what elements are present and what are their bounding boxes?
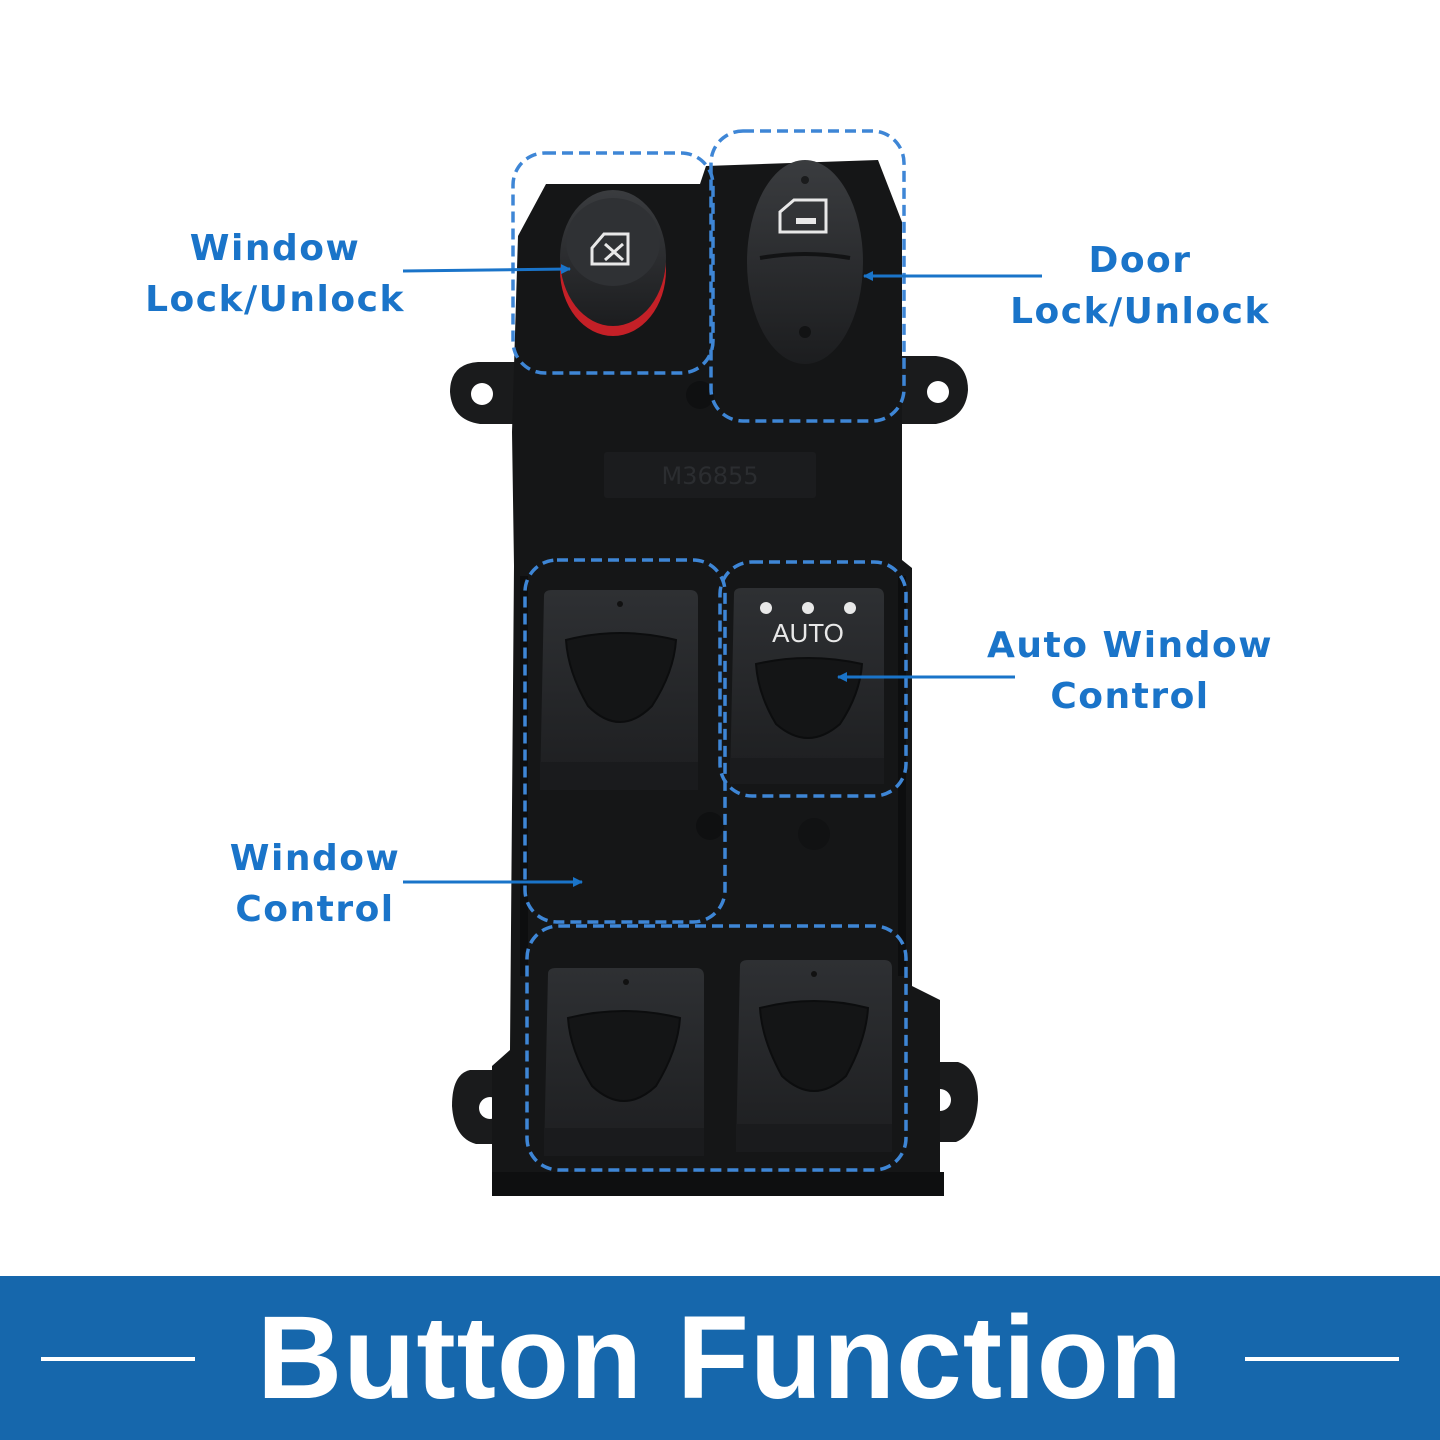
title-banner: Button Function xyxy=(0,1276,1440,1440)
window-lock-button[interactable] xyxy=(560,190,666,336)
window-switch-front-left[interactable] xyxy=(540,590,698,790)
door-lock-dot-bottom xyxy=(799,326,811,338)
screw-boss-1 xyxy=(686,381,714,409)
label-window-control: Window Control xyxy=(229,838,401,930)
part-number: M36855 xyxy=(661,462,758,490)
rocker-triangle-icon xyxy=(754,657,864,739)
auto-led-1 xyxy=(760,602,772,614)
screw-boss-3 xyxy=(798,818,830,850)
window-switch-rear-left[interactable] xyxy=(544,968,704,1156)
door-lock-cap xyxy=(747,160,863,364)
label-window-lock: Window Lock/Unlock xyxy=(145,228,405,320)
switch-diagram: M36855 xyxy=(402,129,1042,1196)
mount-hole-top-right xyxy=(927,381,949,403)
screw-boss-2 xyxy=(696,812,724,840)
banner-title: Button Function xyxy=(257,1292,1183,1424)
mount-hole-top-left xyxy=(471,383,493,405)
banner-rule-right xyxy=(1245,1357,1399,1361)
highlight-window-control-bottom xyxy=(525,924,908,1172)
auto-led-2 xyxy=(802,602,814,614)
window-switch-rear-right[interactable] xyxy=(736,960,892,1152)
door-lock-button[interactable] xyxy=(747,160,863,364)
rib-right xyxy=(898,576,906,976)
auto-led-3 xyxy=(844,602,856,614)
banner-rule-left xyxy=(41,1357,195,1361)
label-auto-window: Auto Window Control xyxy=(987,625,1273,717)
rocker-triangle-icon xyxy=(758,1000,870,1092)
door-lock-icon xyxy=(778,198,828,234)
mount-tab-bottom-right xyxy=(930,1062,978,1142)
label-door-lock: Door Lock/Unlock xyxy=(1010,240,1270,332)
highlight-window-control-top xyxy=(523,558,727,924)
highlight-window-lock xyxy=(511,151,715,375)
arrow-window-lock xyxy=(402,264,571,275)
window-lock-cap-top xyxy=(566,198,660,286)
callout-arrows xyxy=(402,264,1042,887)
highlight-auto-window xyxy=(718,560,908,798)
window-lock-icon xyxy=(590,232,630,266)
door-lock-dot-top xyxy=(801,176,809,184)
part-number-plate xyxy=(604,452,816,498)
housing-base-lip xyxy=(492,1172,944,1196)
window-switch-auto-driver[interactable]: AUTO xyxy=(730,588,884,784)
rocker-triangle-icon xyxy=(564,632,678,723)
auto-label: AUTO xyxy=(772,618,844,648)
rocker-triangle-icon xyxy=(566,1010,682,1102)
mount-tab-bottom-left xyxy=(452,1070,500,1144)
housing-body xyxy=(492,160,940,1196)
door-lock-ridge xyxy=(759,252,851,260)
